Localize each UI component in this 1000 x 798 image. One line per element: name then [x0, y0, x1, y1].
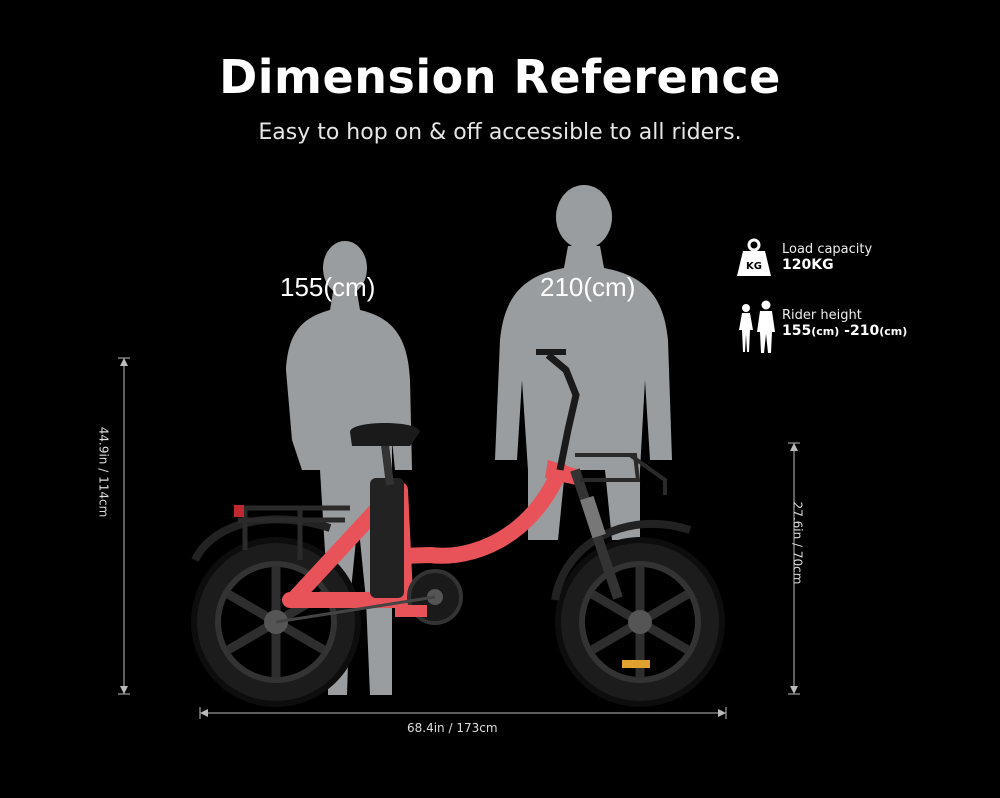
man-height-label: 210(cm): [540, 272, 636, 302]
man-silhouette: [495, 185, 672, 540]
svg-text:KG: KG: [746, 261, 762, 272]
battery: [370, 478, 404, 598]
page-title: Dimension Reference: [219, 50, 781, 104]
riders-icon: [739, 300, 775, 353]
rider-height-value: 155(cm) -210(cm): [782, 323, 908, 339]
weight-kg-icon: KG: [737, 238, 771, 276]
front-wheel: [555, 537, 725, 707]
length-dimension: 68.4in / 173cm: [407, 721, 498, 735]
dimension-arrows: [120, 358, 798, 717]
load-capacity-value: 120KG: [782, 257, 834, 273]
rider-height-spec: Rider height 155(cm) -210(cm): [736, 300, 936, 356]
page-subtitle: Easy to hop on & off accessible to all r…: [258, 120, 742, 145]
ebike-illustration: [191, 349, 725, 707]
front-basket: [575, 453, 667, 495]
load-capacity-label: Load capacity: [782, 242, 873, 257]
woman-height-label: 155(cm): [280, 272, 376, 302]
saddle: [350, 423, 420, 446]
load-capacity-spec: KG Load capacity 120KG: [736, 238, 916, 278]
rear-rack: [238, 505, 350, 560]
rider-height-label: Rider height: [782, 308, 862, 323]
overall-height-dimension: 44.9in / 114cm: [96, 426, 111, 518]
seat-height-dimension: 27.6in / 70cm: [790, 501, 805, 585]
